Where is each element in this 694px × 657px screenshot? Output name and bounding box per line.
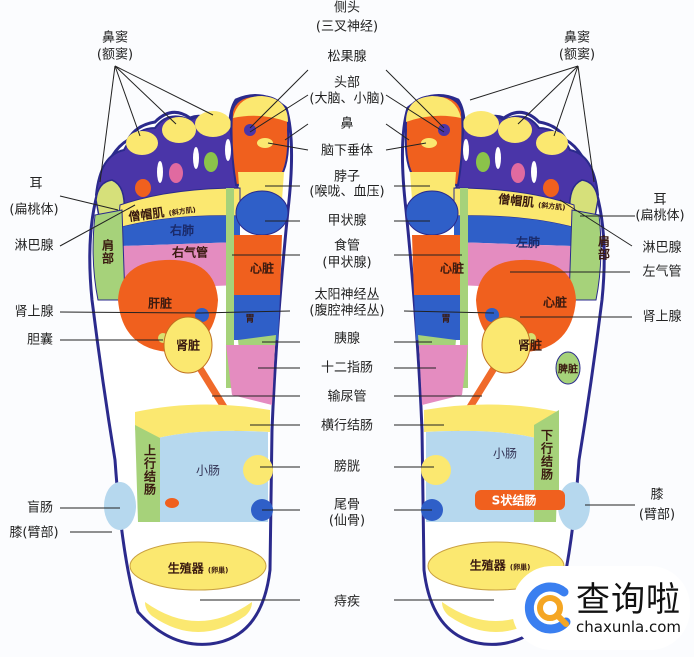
leader-lines	[59, 65, 635, 601]
left-stomach-label: 胃	[245, 314, 255, 325]
right-stomach-label: 胃	[441, 314, 451, 325]
label-esophagus: 食管	[333, 238, 361, 254]
right-heart-inner-label: 心脏	[439, 261, 465, 276]
right-genitals: 生殖器 (卵巢)	[469, 558, 531, 573]
label-coccyx-sub: (仙骨)	[328, 513, 366, 529]
logo-url: chaxunla.com	[576, 618, 681, 636]
label-cecum: 盲肠	[26, 500, 54, 516]
label-pineal: 松果腺	[327, 49, 367, 65]
label-right-knee: 膝	[650, 487, 664, 503]
sigmoid-colon-label: S状结肠	[491, 493, 537, 508]
right-kidney-label: 肾脏	[517, 338, 543, 353]
left-genitals: 生殖器 (卵巢)	[167, 561, 229, 576]
label-right-adrenal: 肾上腺	[642, 309, 682, 325]
chaxunla-logo: 查询啦 chaxunla.com	[512, 566, 690, 650]
label-duodenum: 十二指肠	[320, 360, 374, 376]
left-small-intestine-label: 小肠	[195, 463, 221, 478]
ascending-colon-label: 上行结肠	[142, 444, 157, 496]
label-pancreas: 胰腺	[333, 331, 361, 347]
left-shoulder-label: 肩部	[100, 239, 115, 265]
label-nose: 鼻	[340, 116, 354, 132]
label-transverse-colon: 横行结肠	[320, 418, 374, 434]
liver-label: 肝脏	[147, 296, 173, 311]
label-bladder: 膀胱	[333, 459, 361, 475]
label-esophagus-sub: (甲状腺)	[322, 255, 372, 271]
label-coccyx: 尾骨	[333, 497, 361, 513]
spleen-label: 脾脏	[558, 364, 578, 376]
descending-colon-label: 下行结肠	[539, 429, 554, 481]
descending-colon-shape	[534, 410, 559, 490]
label-neck-sub: (喉咙、血压)	[309, 184, 385, 200]
logo-name: 查询啦	[576, 580, 681, 620]
right-small-intestine-label: 小肠	[492, 446, 518, 461]
label-left-ear: 耳	[29, 176, 43, 192]
left-trachea-label: 右气管	[171, 245, 209, 260]
sigmoid-colon-shape	[475, 490, 565, 510]
spleen-shape	[555, 351, 581, 385]
label-left-lymph: 淋巴腺	[14, 238, 54, 254]
label-head: 头部	[333, 75, 361, 91]
left-lung-label: 右肺	[169, 223, 195, 238]
label-left-sinus: 鼻窦	[101, 30, 129, 46]
label-left-ear-sub: (扁桃体)	[9, 202, 59, 218]
left-heart-label: 心脏	[249, 261, 275, 276]
label-right-ear-sub: (扁桃体)	[635, 208, 685, 224]
label-ureter: 输尿管	[327, 389, 367, 405]
label-side-head: 侧头	[333, 0, 361, 16]
label-right-sinus: 鼻窦	[563, 30, 591, 46]
right-lung-label: 左肺	[515, 235, 541, 250]
label-left-sinus-sub: (额窦)	[96, 47, 134, 63]
label-left-trachea: 左气管	[642, 264, 682, 280]
right-heart-label: 心脏	[542, 295, 568, 310]
search-magnifier-icon	[524, 582, 571, 634]
label-head-sub: (大脑、小脑)	[309, 91, 385, 107]
label-gallbladder: 胆囊	[26, 332, 54, 348]
label-hemorrhoids: 痔疾	[333, 594, 361, 610]
label-left-knee: 膝(臂部)	[9, 525, 59, 541]
label-right-lymph: 淋巴腺	[642, 240, 682, 256]
right-shoulder-label: 肩部	[596, 235, 611, 261]
label-solar-plexus: 太阳神经丛	[314, 287, 380, 303]
label-pituitary: 脑下垂体	[320, 143, 374, 159]
label-left-adrenal: 肾上腺	[14, 304, 54, 320]
label-right-ear: 耳	[653, 192, 667, 208]
label-side-head-sub: (三叉神经)	[315, 19, 379, 35]
label-right-knee-sub: (臂部)	[638, 507, 676, 523]
label-solar-plexus-sub: (腹腔神经丛)	[309, 303, 385, 319]
label-right-sinus-sub: (额窦)	[558, 47, 596, 63]
left-kidney-label: 肾脏	[175, 338, 201, 353]
label-thyroid: 甲状腺	[327, 213, 367, 229]
label-neck: 脖子	[333, 169, 361, 185]
